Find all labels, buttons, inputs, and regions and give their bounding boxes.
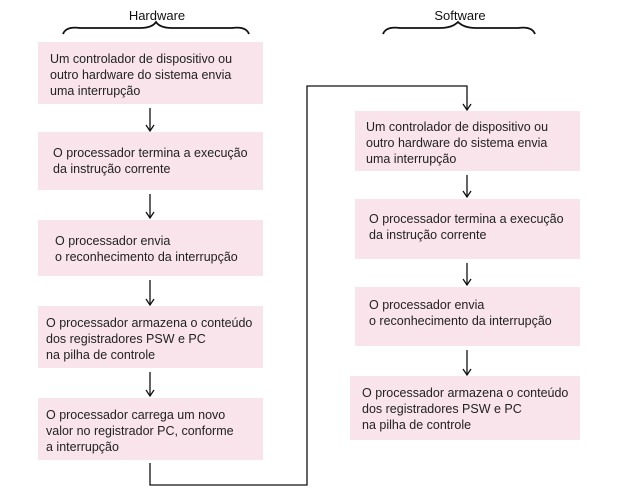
hardware-brace xyxy=(62,20,250,35)
hardware-title: Hardware xyxy=(128,8,186,23)
software-step-4: O processador armazena o conteúdo dos re… xyxy=(350,376,580,440)
software-step-3: O processador envia o reconhecimento da … xyxy=(355,287,580,346)
hardware-step-1: Um controlador de dispositivo ou outro h… xyxy=(38,42,263,104)
software-brace xyxy=(382,20,536,35)
software-step-2: O processador termina a execução da inst… xyxy=(355,199,580,259)
software-title: Software xyxy=(434,8,486,23)
software-step-1: Um controlador de dispositivo ou outro h… xyxy=(355,111,580,171)
hardware-step-5: O processador carrega um novo valor no r… xyxy=(38,398,263,460)
connector-hw-to-sw xyxy=(149,85,472,486)
hardware-step-2: O processador termina a execução da inst… xyxy=(38,132,263,190)
hardware-step-3: O processador envia o reconhecimento da … xyxy=(38,220,263,276)
hardware-step-4: O processador armazena o conteúdo dos re… xyxy=(38,306,263,368)
